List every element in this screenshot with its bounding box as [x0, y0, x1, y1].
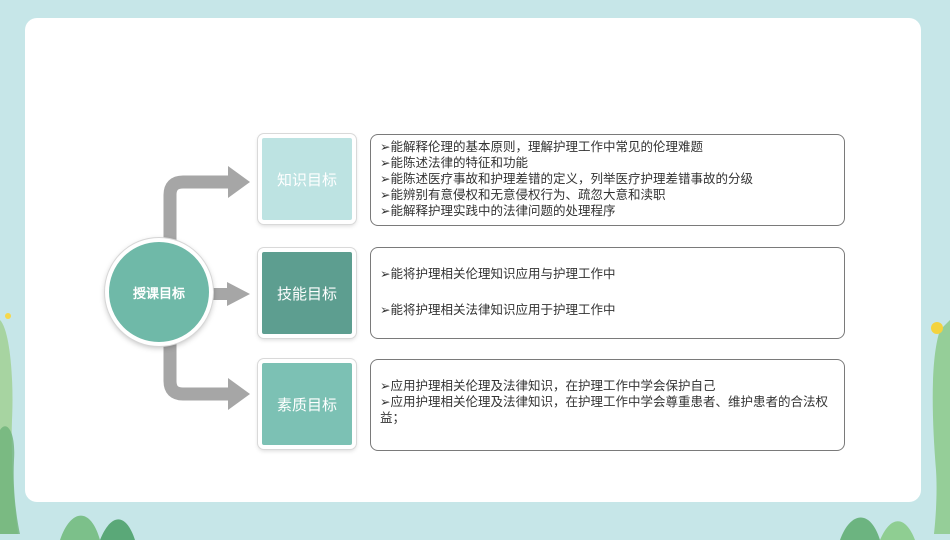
goal-knowledge: 知识目标: [258, 134, 356, 224]
arrow-head-quality: [228, 378, 250, 410]
knowledge-description: ➢能解释伦理的基本原则，理解护理工作中常见的伦理难题 ➢能陈述法律的特征和功能 …: [370, 134, 845, 226]
quality-description: ➢应用护理相关伦理及法律知识，在护理工作中学会保护自己 ➢应用护理相关伦理及法律…: [370, 359, 845, 451]
quality-item: ➢应用护理相关伦理及法律知识，在护理工作中学会尊重患者、维护患者的合法权益；: [380, 394, 828, 425]
arrow-to-knowledge: [163, 175, 228, 240]
goal-skill-title: 技能目标: [276, 284, 337, 303]
knowledge-item: ➢能解释伦理的基本原则，理解护理工作中常见的伦理难题: [380, 139, 703, 154]
quality-item: ➢应用护理相关伦理及法律知识，在护理工作中学会保护自己: [380, 378, 716, 393]
knowledge-item: ➢能解释护理实践中的法律问题的处理程序: [380, 203, 616, 218]
arrow-to-quality: [163, 344, 228, 401]
skill-item: ➢能将护理相关法律知识应用于护理工作中: [380, 302, 616, 317]
goal-skill: 技能目标: [258, 248, 356, 338]
goal-quality-title: 素质目标: [276, 395, 337, 414]
cactus-decoration-right: [931, 320, 950, 534]
knowledge-item: ➢能陈述法律的特征和功能: [380, 155, 528, 170]
arrow-head-skill: [227, 282, 250, 306]
arrow-head-knowledge: [228, 166, 250, 198]
knowledge-item: ➢能陈述医疗事故和护理差错的定义，列举医疗护理差错事故的分级: [380, 171, 753, 186]
center-node-teaching-goals: 授课目标: [105, 238, 213, 346]
skill-item: ➢能将护理相关伦理知识应用与护理工作中: [380, 266, 616, 281]
knowledge-item: ➢能辨别有意侵权和无意侵权行为、疏忽大意和渎职: [380, 187, 666, 202]
arrow-to-skill: [213, 288, 227, 300]
goal-knowledge-title: 知识目标: [276, 170, 337, 189]
cactus-decoration-left: [0, 313, 20, 534]
center-node-label: 授课目标: [132, 286, 185, 302]
goal-quality: 素质目标: [258, 359, 356, 449]
skill-description: ➢能将护理相关伦理知识应用与护理工作中 ➢能将护理相关法律知识应用于护理工作中: [370, 247, 845, 339]
